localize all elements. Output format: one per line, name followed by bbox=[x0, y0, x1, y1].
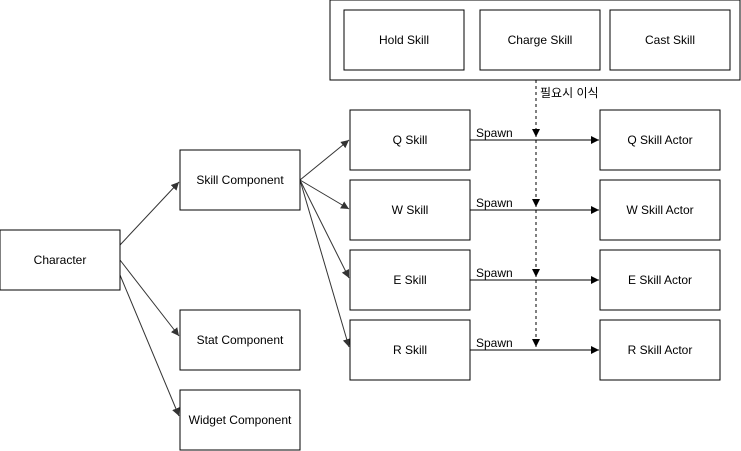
spawn-label-r: Spawn bbox=[476, 336, 513, 350]
node-r-skill-label: R Skill bbox=[393, 343, 427, 357]
edge-skill-component-r bbox=[299, 179, 351, 348]
node-skill-component-label: Skill Component bbox=[196, 173, 284, 187]
node-character-label: Character bbox=[34, 253, 87, 267]
edge-skill-component-e bbox=[299, 179, 350, 279]
edge-character-stat-component bbox=[119, 259, 180, 337]
node-q-skill-label: Q Skill bbox=[393, 133, 428, 147]
node-w-skill-label: W Skill bbox=[392, 203, 429, 217]
spawn-label-q: Spawn bbox=[476, 126, 513, 140]
node-w-skill-actor-label: W Skill Actor bbox=[626, 203, 693, 217]
node-hold-skill-label: Hold Skill bbox=[379, 33, 429, 47]
node-widget-component: Widget Component bbox=[179, 389, 301, 451]
node-stat-component: Stat Component bbox=[179, 309, 301, 371]
node-widget-component-label: Widget Component bbox=[189, 413, 292, 427]
edge-skill-component-q bbox=[299, 139, 350, 181]
node-skill-component: Skill Component bbox=[179, 149, 301, 211]
edge-character-widget-component bbox=[119, 274, 180, 417]
node-charge-skill-label: Charge Skill bbox=[508, 33, 573, 47]
edge-skill-component-w bbox=[299, 179, 350, 210]
node-w-skill-actor: W Skill Actor bbox=[599, 179, 721, 241]
node-r-skill-actor: R Skill Actor bbox=[599, 319, 721, 381]
migrate-note-label: 필요시 이식 bbox=[540, 86, 599, 100]
node-r-skill-actor-label: R Skill Actor bbox=[628, 343, 693, 357]
node-e-skill-actor-label: E Skill Actor bbox=[628, 273, 692, 287]
node-stat-component-label: Stat Component bbox=[197, 333, 284, 347]
node-r-skill: R Skill bbox=[349, 319, 471, 381]
node-e-skill-actor: E Skill Actor bbox=[599, 249, 721, 311]
node-q-skill-actor: Q Skill Actor bbox=[599, 109, 721, 171]
node-w-skill: W Skill bbox=[349, 179, 471, 241]
node-charge-skill: Charge Skill bbox=[479, 9, 601, 71]
node-character: Character bbox=[0, 229, 121, 291]
node-q-skill-actor-label: Q Skill Actor bbox=[627, 133, 692, 147]
node-q-skill: Q Skill bbox=[349, 109, 471, 171]
node-cast-skill: Cast Skill bbox=[609, 9, 731, 71]
spawn-label-w: Spawn bbox=[476, 196, 513, 210]
edge-character-skill-component bbox=[119, 181, 180, 246]
node-cast-skill-label: Cast Skill bbox=[645, 33, 695, 47]
node-hold-skill: Hold Skill bbox=[343, 9, 465, 71]
node-e-skill-label: E Skill bbox=[393, 273, 426, 287]
spawn-label-e: Spawn bbox=[476, 266, 513, 280]
node-e-skill: E Skill bbox=[349, 249, 471, 311]
